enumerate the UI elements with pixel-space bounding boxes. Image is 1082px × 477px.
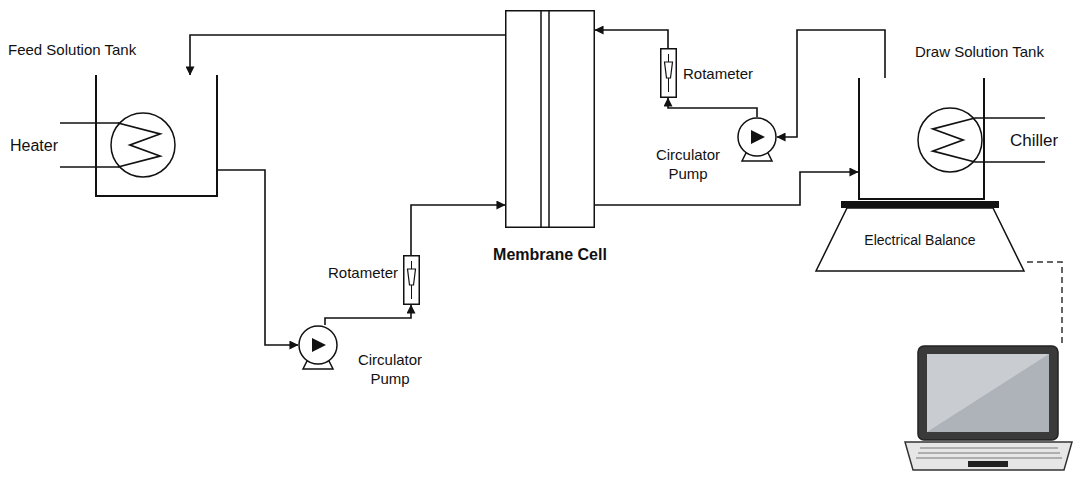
node-label: Feed Solution Tank <box>8 40 136 59</box>
pipe-connector <box>411 205 505 255</box>
pipe-connector <box>595 172 858 205</box>
node-label: Circulator Pump <box>344 350 436 388</box>
heater-coil: Heater <box>110 112 176 178</box>
pipe-connector <box>325 305 411 325</box>
circulator-pump: Circulator Pump <box>737 117 777 157</box>
chiller-coil: Chiller <box>917 107 983 173</box>
heater-leads <box>60 123 119 167</box>
membrane-cell: Membrane Cell <box>505 10 595 228</box>
node-label: Membrane Cell <box>493 245 607 265</box>
pipe-connector <box>595 30 668 48</box>
membrane-outline <box>505 10 595 228</box>
node-label: Chiller <box>1010 130 1058 151</box>
pipe-connector <box>190 35 505 75</box>
chiller-outline <box>917 107 983 173</box>
pipe-connector <box>218 170 298 345</box>
node-label: Circulator Pump <box>642 145 734 183</box>
pump-outline <box>298 325 338 365</box>
data-cable <box>1027 262 1062 345</box>
laptop <box>905 346 1072 470</box>
rota-outline <box>660 48 677 98</box>
node-label: Rotameter <box>328 263 398 282</box>
pump-outline <box>737 117 777 157</box>
node-label: Electrical Balance <box>864 231 975 249</box>
node-label: Draw Solution Tank <box>915 42 1044 61</box>
electrical-balance: Electrical Balance <box>815 200 1025 272</box>
rotameter: Rotameter <box>660 48 677 98</box>
pipe-connector <box>668 98 757 117</box>
node-label: Heater <box>10 136 58 156</box>
rota-outline <box>403 255 420 305</box>
heater-outline <box>110 112 176 178</box>
draw-tank: Draw Solution TankChiller <box>858 78 985 200</box>
circulator-pump: Circulator Pump <box>298 325 338 365</box>
feed-tank: Feed Solution TankHeater <box>95 75 218 197</box>
rotameter: Rotameter <box>403 255 420 305</box>
pipe-connector <box>777 30 885 137</box>
node-label: Rotameter <box>683 64 753 83</box>
